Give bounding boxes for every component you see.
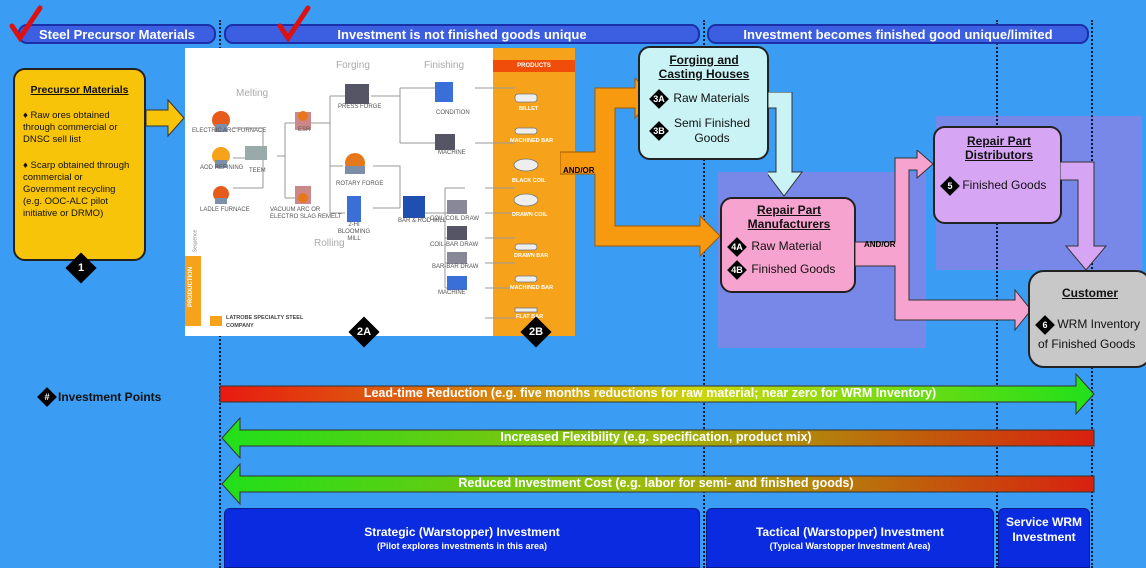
equip-label: LADLE FURNACE xyxy=(200,207,250,213)
equip-label: ROTARY FORGE xyxy=(336,181,384,187)
tactical-investment-box: Tactical (Warstopper) Investment (Typica… xyxy=(706,508,994,568)
manufacturers-item-2: 4B Finished Goods xyxy=(727,259,854,280)
equip-label: BAR & ROD MILL xyxy=(398,218,447,224)
tactical-subtitle: (Typical Warstopper Investment Area) xyxy=(769,541,931,551)
cost-label: Reduced Investment Cost (e.g. labor for … xyxy=(458,476,854,490)
production-line-drawing xyxy=(212,82,539,319)
header-not-unique: Investment is not finished goods unique xyxy=(224,24,700,44)
product-label: FLAT BAR xyxy=(516,314,544,320)
point-3b-icon: 3B xyxy=(649,120,669,141)
customer-item-1: 6 WRM Inventory of Finished Goods xyxy=(1035,314,1146,354)
strategic-title: Strategic (Warstopper) Investment xyxy=(364,525,560,539)
forging-casting-box: Forging and Casting Houses 3A Raw Materi… xyxy=(638,46,769,160)
strategic-investment-box: Strategic (Warstopper) Investment (Pilot… xyxy=(224,508,700,568)
point-5-icon: 5 xyxy=(940,175,960,196)
separator-line xyxy=(703,20,705,568)
equip-label: ELECTRIC ARC FURNACE xyxy=(192,128,267,134)
investment-points-legend: # Investment Points xyxy=(37,387,162,407)
service-investment-box: Service WRM Investment xyxy=(998,508,1090,568)
header-steel-precursor: Steel Precursor Materials xyxy=(18,24,216,44)
finishing-label: Finishing xyxy=(424,60,465,71)
equip-label: ESR xyxy=(298,127,311,133)
investment-point-icon: # xyxy=(37,387,57,407)
header-unique: Investment becomes finished good unique/… xyxy=(707,24,1089,44)
product-label: BILLET xyxy=(519,106,539,112)
point-4b-icon: 4B xyxy=(727,259,747,280)
checkmark-icon xyxy=(9,5,43,43)
forging-title: Forging and Casting Houses xyxy=(658,53,750,81)
flexibility-label: Increased Flexibility (e.g. specificatio… xyxy=(500,430,812,444)
equip-label: COIL-BAR DRAW xyxy=(430,242,479,248)
manufacturers-box: Repair Part Manufacturers 4A Raw Materia… xyxy=(720,197,856,293)
equip-label: AOD REFINING xyxy=(200,165,244,171)
forging-to-manufacturer-arrow xyxy=(768,92,803,197)
service-title: Service WRM Investment xyxy=(1005,515,1083,544)
investment-point-2b: 2B xyxy=(520,316,552,348)
distributors-item-1: 5 Finished Goods xyxy=(940,175,1060,196)
melting-label: Melting xyxy=(236,88,269,99)
tactical-title: Tactical (Warstopper) Investment xyxy=(755,525,945,539)
equip-label: 2-HI BLOOMING MILL xyxy=(337,222,371,242)
product-label: DRAWN BAR xyxy=(514,253,549,259)
equip-label: TEEM xyxy=(249,168,266,174)
manufacturer-outflow-arrows xyxy=(855,150,1032,332)
equip-label: PRESS FORGE xyxy=(338,104,382,110)
product-label: BLACK COIL xyxy=(512,178,546,184)
rolling-label: Rolling xyxy=(314,238,345,249)
forging-item-1: 3A Raw Materials xyxy=(649,88,767,109)
forging-label: Forging xyxy=(336,60,370,71)
point-6-icon: 6 xyxy=(1035,314,1055,335)
andor-arrows xyxy=(560,78,721,258)
equip-label: COIL COIL DRAW xyxy=(430,216,480,222)
benefit-arrows xyxy=(219,372,1095,506)
strategic-subtitle: (Pilot explores investments in this area… xyxy=(376,541,548,551)
andor-label-1: AND/OR xyxy=(563,166,595,175)
investment-points-label: Investment Points xyxy=(58,390,162,404)
investment-point-2a: 2A xyxy=(348,316,380,348)
equip-label: MACHINE xyxy=(438,290,466,296)
investment-point-1: 1 xyxy=(65,252,97,284)
equip-label: CONDITION xyxy=(436,110,470,116)
customer-title: Customer xyxy=(1061,286,1118,300)
company-logo xyxy=(210,316,222,326)
manufacturers-item-1: 4A Raw Material xyxy=(727,236,854,257)
lead-time-label: Lead-time Reduction (e.g. five months re… xyxy=(363,386,937,400)
products-header: PRODUCTS xyxy=(493,60,575,72)
precursor-materials-box: Precursor Materials ♦ Raw ores obtained … xyxy=(13,68,146,261)
precursor-bullet-2: ♦ Scarp obtained through commercial or G… xyxy=(23,160,130,219)
forging-item-2: 3B Semi Finished Goods xyxy=(649,116,767,146)
precursor-arrow xyxy=(146,98,185,138)
product-label: MACHINED BAR xyxy=(510,138,554,144)
product-label: MACHINED BAR xyxy=(510,285,554,291)
product-label: DRAWN COIL xyxy=(512,212,548,218)
distributor-to-customer-arrow xyxy=(1060,161,1108,271)
distributors-box: Repair Part Distributors 5 Finished Good… xyxy=(933,126,1062,224)
precursor-title: Precursor Materials xyxy=(30,84,129,96)
manufacturers-title: Repair Part Manufacturers xyxy=(747,203,831,231)
equip-label: BAR-BAR DRAW xyxy=(432,264,479,270)
equip-label: VACUUM ARC OR ELECTRO SLAG REMELT xyxy=(270,207,342,220)
precursor-bullet-1: ♦ Raw ores obtained through commercial o… xyxy=(23,110,118,145)
customer-box: Customer 6 WRM Inventory of Finished Goo… xyxy=(1028,270,1146,368)
equip-label: MACHINE xyxy=(438,150,466,156)
production-tag xyxy=(185,256,201,326)
andor-label-2: AND/OR xyxy=(864,240,896,249)
checkmark-icon xyxy=(277,5,311,43)
company-label: LATROBE SPECIALTY STEEL COMPANY xyxy=(226,315,304,329)
separator-line xyxy=(996,20,998,568)
point-3a-icon: 3A xyxy=(649,88,669,109)
point-4a-icon: 4A xyxy=(727,236,747,257)
distributors-title: Repair Part Distributors xyxy=(964,134,1033,162)
